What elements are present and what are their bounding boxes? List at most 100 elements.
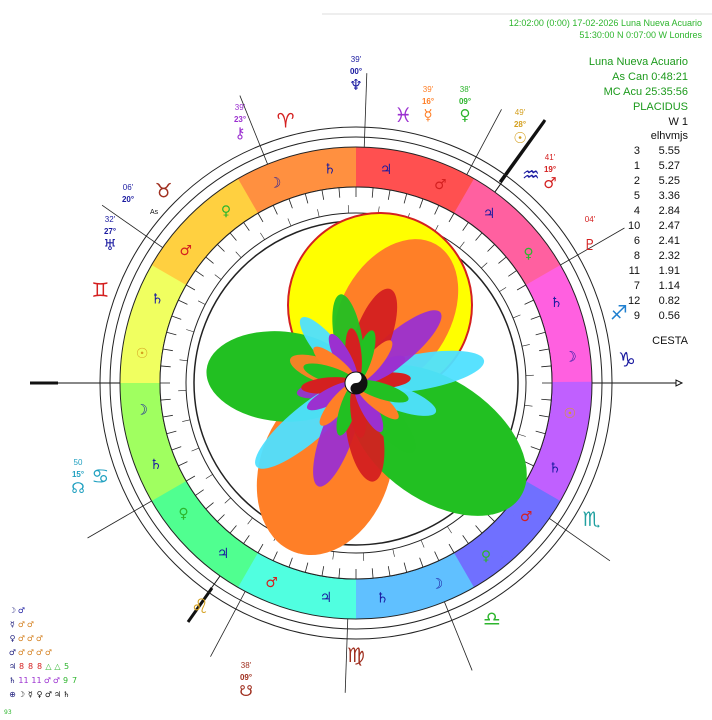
aspect-cell: ♀	[9, 634, 16, 643]
aspect-cell: ☽	[17, 690, 26, 699]
minor-tick	[392, 548, 395, 557]
panel-row-key: 4	[633, 205, 640, 217]
aspect-cell: ♂	[26, 634, 35, 643]
degree-tick	[403, 193, 408, 204]
zodiac-band-segment	[390, 572, 419, 616]
degree-tick	[243, 222, 250, 231]
degree-tick	[541, 365, 552, 368]
planet-label-degrees: 15°	[72, 470, 84, 479]
panel-row-value: 0.82	[658, 295, 680, 307]
zodiac-band-segment	[123, 321, 167, 350]
panel-w: W 1	[668, 116, 688, 128]
panel-row-key: 1	[633, 160, 640, 172]
zodiac-aries-glyph: ♈	[277, 108, 295, 132]
aspect-cell: 11	[31, 676, 42, 685]
band-glyph: ♄	[323, 162, 336, 178]
zodiac-pisces-glyph: ♓	[394, 103, 412, 127]
panel-row-value: 2.84	[658, 205, 680, 217]
panel-row-key: 7	[633, 280, 640, 292]
aspect-cell: ⊕	[9, 690, 16, 699]
planet-label-minutes: 39'	[235, 103, 246, 112]
band-outer-edge	[119, 146, 593, 620]
degree-tick	[524, 461, 534, 467]
aspect-cell: 8	[27, 662, 34, 671]
planet-label-degrees: 00°	[350, 67, 362, 76]
degree-tick	[205, 256, 214, 264]
planet-neptune-glyph: ♆	[349, 76, 362, 94]
outer-ring	[99, 126, 613, 640]
zodiac-band-segment	[141, 265, 187, 302]
aspect-cell: ♂	[17, 620, 26, 629]
zodiac-band-segment	[203, 189, 244, 234]
degree-tick	[475, 525, 483, 534]
degree-tick	[229, 232, 237, 241]
degree-tick	[304, 562, 309, 573]
planet-venus-glyph: ♀	[460, 106, 471, 124]
degree-tick	[178, 461, 188, 467]
panel-row-key: 6	[633, 235, 640, 247]
zodiac-band-segment	[494, 508, 538, 550]
minor-tick	[214, 274, 222, 280]
zodiac-sagittarius-glyph: ♐	[610, 301, 628, 325]
band-glyph: ☉	[136, 346, 149, 362]
minor-tick	[420, 539, 425, 548]
zodiac-band-segment	[545, 416, 589, 445]
degree-tick	[217, 514, 225, 522]
zodiac-band-segment	[551, 361, 592, 383]
degree-tick	[195, 270, 204, 277]
aspect-cell: ☽	[8, 606, 17, 615]
degree-tick	[508, 270, 517, 277]
zodiac-band-segment	[134, 450, 179, 484]
minor-tick	[205, 474, 213, 479]
zodiac-band-segment	[256, 560, 290, 606]
degree-tick	[160, 398, 171, 401]
degree-tick	[434, 205, 440, 215]
minor-tick	[197, 300, 206, 305]
degree-tick	[338, 187, 341, 198]
panel-row-value: 1.91	[658, 265, 680, 277]
panel-row-value: 2.32	[658, 250, 680, 262]
band-glyph: ♀	[523, 246, 533, 262]
zodiac-band-segment	[219, 178, 258, 224]
planet-saturn-left-glyph: ♅	[103, 236, 116, 254]
zodiac-band-segment	[274, 155, 306, 200]
planet-south-node-glyph: ☋	[239, 682, 252, 700]
aspect-cell: ♄	[8, 676, 17, 685]
aspect-cell: 7	[71, 676, 78, 685]
planet-sun-glyph: ☉	[513, 129, 526, 147]
panel-row-value: 1.14	[658, 280, 680, 292]
degree-tick	[171, 315, 182, 320]
degree-tick	[171, 446, 182, 451]
zodiac-band-segment	[220, 543, 259, 588]
zodiac-band-segment	[525, 263, 570, 301]
minor-tick	[235, 251, 242, 258]
zodiac-band-segment	[123, 417, 167, 446]
zodiac-band-segment	[516, 480, 561, 519]
zodiac-band-segment	[549, 399, 592, 424]
zodiac-band-segment	[238, 552, 275, 598]
aspect-row: ☿♂♂	[8, 620, 35, 629]
zodiac-band-segment	[356, 578, 378, 619]
degree-tick	[498, 256, 507, 264]
zodiac-cancer-glyph: ♋	[91, 464, 109, 488]
panel-row-key: 11	[628, 265, 640, 277]
outer-ring-2	[109, 136, 603, 630]
zodiac-libra-glyph: ♎	[483, 607, 501, 631]
degree-tick	[272, 205, 278, 215]
degree-tick	[205, 502, 214, 510]
zodiac-band-segment	[174, 216, 218, 258]
panel-row-value: 0.56	[658, 310, 680, 322]
zodiac-band-segment	[188, 202, 231, 246]
degree-tick	[272, 551, 278, 561]
aspect-row: ☽♂	[8, 606, 26, 615]
zodiac-band-segment	[437, 168, 474, 214]
aspect-cell: ♂	[52, 676, 61, 685]
band-glyph: ♄	[151, 292, 164, 308]
zodiac-band-segment	[389, 150, 418, 194]
panel-row-value: 2.41	[658, 235, 680, 247]
aspect-cell: ♂	[17, 634, 26, 643]
band-glyph: ♂	[520, 509, 533, 525]
degree-tick	[162, 414, 173, 418]
degree-tick	[160, 365, 171, 368]
degree-tick	[541, 398, 552, 401]
